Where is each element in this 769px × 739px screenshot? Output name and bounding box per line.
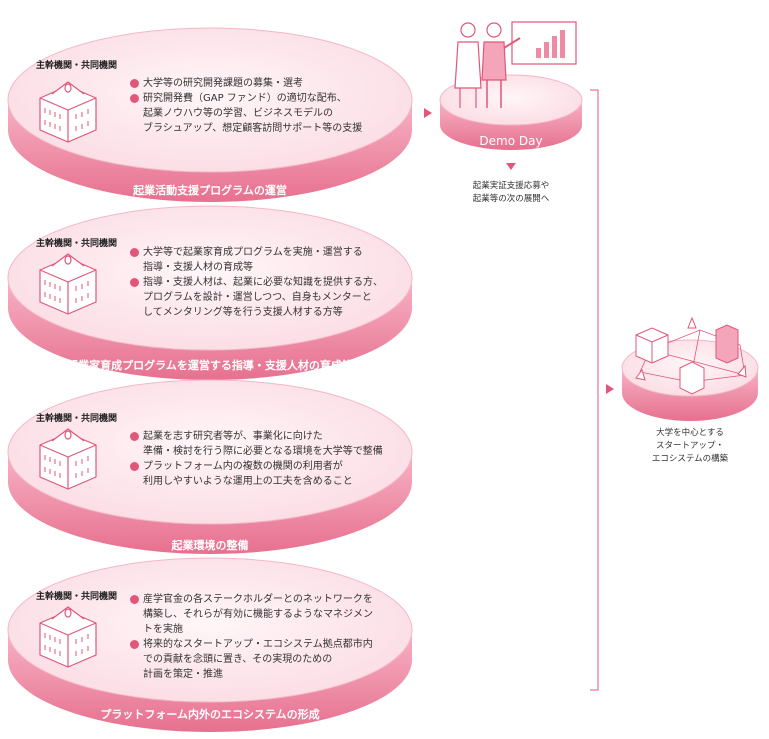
ecosystem-network-icon: [635, 316, 747, 395]
bullet-list: 産学官金の各ステークホルダーとのネットワークを構築し、それらが有効に機能するよう…: [130, 592, 402, 682]
connector-bracket: [590, 89, 599, 691]
section-title: 起業家育成プログラムを運営する指導・支援人材の育成等: [67, 359, 353, 372]
presenters-icon: [454, 21, 577, 108]
list-item: 大学等の研究開発課題の募集・選考: [130, 76, 400, 91]
list-item: 将来的なスタートアップ・エコシステム拠点都市内での貢献を念頭に置き、その実現のた…: [130, 637, 402, 682]
bullet-dot-icon: [130, 640, 139, 649]
bullet-dot-icon: [130, 94, 139, 103]
organization-label: 主幹機関・共同機関: [36, 592, 118, 602]
organization-label: 主幹機関・共同機関: [36, 61, 118, 71]
list-item: 起業を志す研究者等が、事業化に向けた準備・検討を行う際に必要となる環境を大学等で…: [130, 429, 402, 459]
bullet-dot-icon: [130, 79, 139, 88]
demo-day-caption: 起業実証支援応募や 起業等の次の展開へ: [472, 181, 550, 204]
list-item: 大学等で起業家育成プログラムを実施・運営する指導・支援人材の育成等: [130, 245, 402, 275]
section-disc-3: [7, 379, 413, 554]
bullet-dot-icon: [130, 432, 139, 441]
arrow-right-icon: [424, 108, 432, 118]
section-title: 起業環境の整備: [171, 539, 249, 552]
arrow-down-icon: [506, 163, 516, 170]
bullet-dot-icon: [130, 278, 139, 287]
section-disc-2: [7, 205, 413, 380]
bullet-dot-icon: [130, 248, 139, 257]
bullet-dot-icon: [130, 462, 139, 471]
section-disc-1: [7, 27, 413, 202]
section-title: 起業活動支援プログラムの運営: [133, 184, 287, 197]
demo-day-label: Demo Day: [479, 134, 543, 148]
organization-label: 主幹機関・共同機関: [36, 414, 118, 424]
section-title: プラットフォーム内外のエコシステムの形成: [100, 708, 320, 721]
bullet-list: 大学等の研究開発課題の募集・選考 研究開発費（GAP ファンド）の適切な配布、起…: [130, 76, 400, 136]
arrow-right-icon: [606, 384, 614, 394]
section-disc-4: [7, 557, 413, 732]
list-item: 研究開発費（GAP ファンド）の適切な配布、起業ノウハウ等の学習、ビジネスモデル…: [130, 91, 400, 136]
ecosystem-caption: 大学を中心とする スタートアップ・ エコシステムの構築: [651, 428, 729, 464]
bullet-list: 起業を志す研究者等が、事業化に向けた準備・検討を行う際に必要となる環境を大学等で…: [130, 429, 402, 489]
bullet-list: 大学等で起業家育成プログラムを実施・運営する指導・支援人材の育成等 指導・支援人…: [130, 245, 402, 320]
bullet-dot-icon: [130, 595, 139, 604]
list-item: プラットフォーム内の複数の機関の利用者が利用しやすいような運用上の工夫を含めるこ…: [130, 459, 402, 489]
list-item: 指導・支援人材は、起業に必要な知識を提供する方、プログラムを設計・運営しつつ、自…: [130, 275, 402, 320]
organization-label: 主幹機関・共同機関: [36, 239, 118, 249]
list-item: 産学官金の各ステークホルダーとのネットワークを構築し、それらが有効に機能するよう…: [130, 592, 402, 637]
